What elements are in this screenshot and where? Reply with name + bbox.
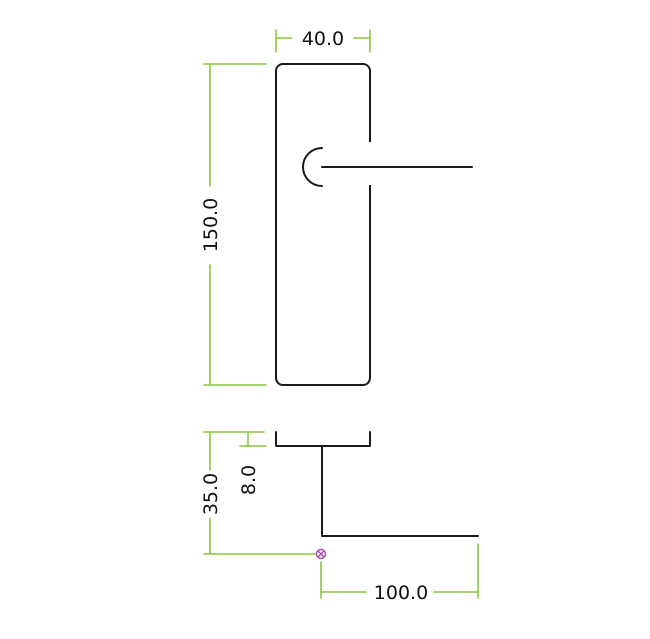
dimension-rose-thickness: 8.0 [238,431,267,495]
rose-profile [275,431,371,447]
front-view [275,63,473,386]
dimension-label-rose-thickness: 8.0 [238,465,260,495]
side-view [275,431,479,537]
dimension-label-projection-total: 35.0 [200,473,222,515]
dimension-plate-width: 40.0 [275,28,371,53]
origin-cross-circle-icon [315,548,327,560]
backplate-outline [275,63,371,386]
dimension-plate-height: 150.0 [200,63,267,386]
lever-rose-arc [302,147,323,187]
lever-profile [321,445,479,537]
dimension-lever-length: 100.0 [320,543,479,604]
dimension-label-plate-height: 150.0 [200,198,222,252]
dimension-label-lever-length: 100.0 [374,582,428,604]
dimension-label-plate-width: 40.0 [302,28,344,50]
dimension-projection-total: 35.0 [200,431,317,555]
